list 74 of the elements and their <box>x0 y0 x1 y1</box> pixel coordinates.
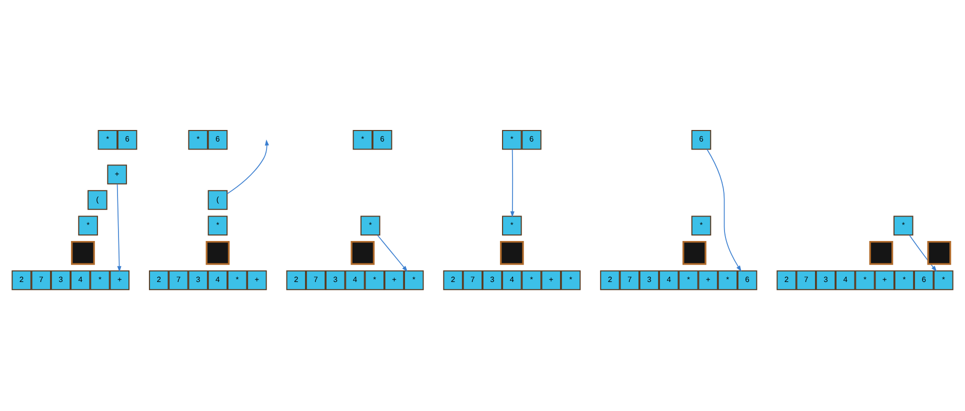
node-box: 4 <box>835 270 856 290</box>
node-box: 2 <box>600 270 620 290</box>
node-box: 2 <box>443 270 463 290</box>
node-box: 4 <box>658 270 679 290</box>
node-box: 7 <box>168 270 188 290</box>
node-box <box>682 240 706 265</box>
node-box: * <box>718 270 738 290</box>
node-box: * <box>934 270 954 290</box>
node-box <box>500 240 524 265</box>
node-box: ( <box>88 190 108 210</box>
node-box: * <box>678 270 698 290</box>
node-box: * <box>894 270 914 290</box>
node-box: 3 <box>326 270 346 290</box>
node-box: 2 <box>12 270 32 290</box>
arrow <box>706 148 742 272</box>
arrow <box>510 148 514 218</box>
node-box: + <box>110 270 130 290</box>
node-box <box>71 240 95 265</box>
node-box: 7 <box>462 270 483 290</box>
node-box: 4 <box>502 270 522 290</box>
node-box: + <box>247 270 267 290</box>
node-box: 2 <box>286 270 306 290</box>
node-box: * <box>208 216 228 236</box>
node-box: ( <box>208 190 228 210</box>
node-box: 7 <box>620 270 640 290</box>
node-box: * <box>360 216 380 236</box>
node-box: * <box>502 130 522 150</box>
node-box: + <box>698 270 718 290</box>
node-box: 4 <box>208 270 228 290</box>
node-box: + <box>384 270 404 290</box>
node-box: 6 <box>208 130 228 150</box>
node-box: 3 <box>482 270 502 290</box>
node-box: 4 <box>345 270 365 290</box>
node-box: * <box>560 270 581 290</box>
node-box: 6 <box>914 270 934 290</box>
node-box: 3 <box>639 270 660 290</box>
node-box: * <box>227 270 248 290</box>
arrow <box>909 234 937 272</box>
node-box: * <box>352 130 373 150</box>
node-box <box>350 240 375 265</box>
node-box: + <box>874 270 894 290</box>
arrow <box>226 140 270 194</box>
node-box: 3 <box>188 270 208 290</box>
node-box <box>927 240 952 265</box>
node-box: 7 <box>306 270 326 290</box>
node-box: 7 <box>796 270 816 290</box>
node-box: 6 <box>691 130 712 150</box>
node-box: 2 <box>776 270 796 290</box>
node-box: * <box>98 130 118 150</box>
node-box: 3 <box>816 270 836 290</box>
node-box: * <box>522 270 542 290</box>
node-box: 6 <box>522 130 542 150</box>
node-box: 7 <box>31 270 52 290</box>
node-box: * <box>90 270 110 290</box>
arrow <box>377 234 408 272</box>
node-box: * <box>691 216 712 236</box>
node-box: * <box>404 270 424 290</box>
node-box <box>206 240 230 265</box>
node-box: 6 <box>737 270 758 290</box>
node-box: * <box>893 216 914 236</box>
node-box <box>869 240 894 265</box>
arrow <box>116 184 122 272</box>
node-box: * <box>855 270 875 290</box>
node-box: 6 <box>117 130 138 150</box>
node-box: + <box>107 164 127 184</box>
node-box: 3 <box>50 270 71 290</box>
node-box: 2 <box>148 270 169 290</box>
node-box: 4 <box>70 270 90 290</box>
node-box: * <box>188 130 208 150</box>
node-box: * <box>502 216 522 236</box>
node-box: * <box>78 216 98 236</box>
node-box: * <box>364 270 385 290</box>
node-box: 6 <box>372 130 392 150</box>
node-box: + <box>541 270 562 290</box>
